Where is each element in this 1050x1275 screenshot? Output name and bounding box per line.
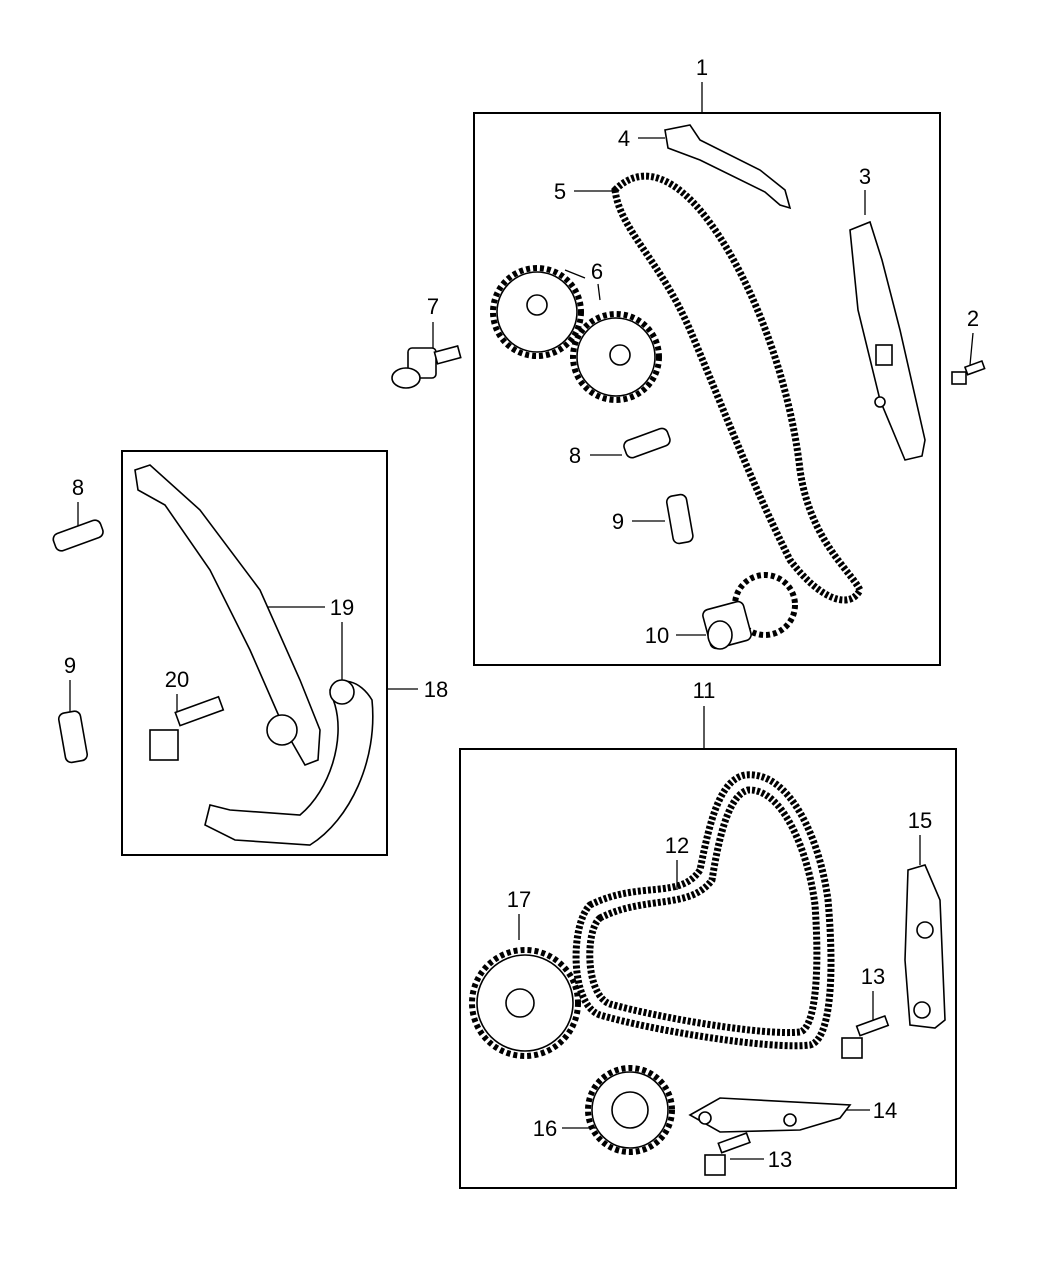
tensioner-rail-18 — [204, 679, 374, 846]
callout-1: 1 — [696, 55, 708, 80]
callout-labels: 1 2 3 4 5 6 7 8 8 9 9 10 11 12 13 13 14 … — [64, 55, 979, 1172]
camshaft-sprockets-6 — [490, 265, 662, 403]
callout-6: 6 — [591, 259, 603, 284]
callout-4: 4 — [618, 126, 630, 151]
chain-guide-15 — [904, 864, 946, 1029]
callout-9-left: 9 — [64, 653, 76, 678]
group-box-1 — [473, 112, 941, 666]
bolt-20 — [149, 695, 225, 761]
callout-17: 17 — [507, 887, 531, 912]
callout-11: 11 — [693, 678, 716, 703]
plunger-8 — [623, 427, 671, 459]
bolt-13-upper — [841, 1014, 890, 1059]
callout-16: 16 — [533, 1116, 557, 1141]
callout-18: 18 — [424, 677, 448, 702]
crankshaft-sprocket-10 — [702, 572, 798, 650]
callout-5: 5 — [554, 179, 566, 204]
group-box-18 — [121, 450, 388, 856]
chain-12 — [572, 771, 835, 1050]
leader-lines — [69, 82, 974, 1160]
callout-3: 3 — [859, 164, 871, 189]
sleeve-9-left — [57, 710, 89, 764]
callout-8: 8 — [569, 443, 581, 468]
callout-13-lower: 13 — [768, 1147, 792, 1172]
plunger-8-left — [52, 519, 104, 552]
callout-7: 7 — [427, 294, 439, 319]
sleeve-9 — [665, 493, 694, 545]
callout-15: 15 — [908, 808, 932, 833]
callout-9: 9 — [612, 509, 624, 534]
callout-2: 2 — [967, 306, 979, 331]
chain-guide-14 — [688, 1097, 852, 1133]
chain-guide-19 — [134, 464, 321, 766]
callout-13-upper: 13 — [861, 964, 885, 989]
bolt-2 — [951, 359, 986, 385]
bolt-13-lower — [704, 1132, 751, 1176]
group-box-11 — [459, 748, 957, 1189]
bolt-7 — [391, 345, 462, 389]
sprocket-17 — [469, 947, 581, 1059]
callout-10: 10 — [645, 623, 669, 648]
callout-19: 19 — [330, 595, 354, 620]
chain-guide-4 — [664, 124, 792, 210]
callout-12: 12 — [665, 833, 689, 858]
callout-8-left: 8 — [72, 475, 84, 500]
tensioner-guide-3 — [849, 220, 926, 461]
sprocket-16 — [585, 1065, 675, 1155]
chain-5 — [611, 172, 864, 604]
callout-20: 20 — [165, 667, 189, 692]
callout-14: 14 — [873, 1098, 897, 1123]
